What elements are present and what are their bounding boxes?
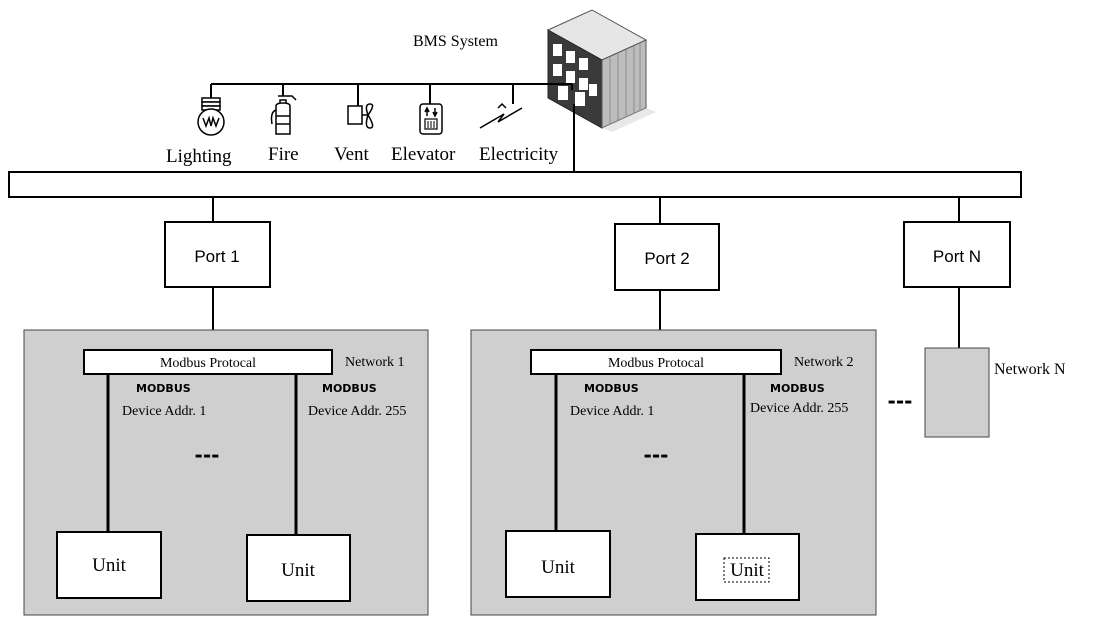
network-1-left-addr: Device Addr. 1 [122, 404, 206, 419]
light-bulb-icon [197, 97, 225, 136]
network-2-right-tag: MODBUS [770, 382, 825, 395]
network-1-unit-right-label: Unit [281, 560, 316, 581]
network-1-unit-left [56, 531, 162, 599]
lightning-icon [479, 102, 523, 129]
network-2-protocol: Modbus Protocal [608, 356, 704, 371]
network-1-unit-right [246, 534, 351, 602]
port-2-label: Port 2 [644, 249, 689, 268]
network-n-name: Network N [994, 361, 1066, 378]
network-n-ellipsis: --- [888, 389, 913, 413]
network-2-ellipsis: --- [644, 443, 669, 467]
bms-title: BMS System [413, 33, 498, 50]
network-1-right-tag: MODBUS [322, 382, 377, 395]
network-2-unit-right [695, 533, 800, 601]
network-1-unit-left-label: Unit [92, 555, 127, 576]
main-bus-bar [8, 171, 1022, 198]
network-1-protocol-bar [83, 349, 333, 375]
port-n-label: Port N [933, 247, 981, 266]
network-1-right-addr: Device Addr. 255 [308, 404, 406, 419]
network-2: Modbus Protocal Network 2 MODBUS Device … [470, 329, 877, 616]
label-lighting: Lighting [166, 146, 232, 167]
network-1-left-tag: MODBUS [136, 382, 191, 395]
network-2-unit-right-label: Unit [730, 560, 765, 581]
network-2-left-tag: MODBUS [584, 382, 639, 395]
network-2-name: Network 2 [794, 355, 854, 370]
port-n: Port N [903, 221, 1011, 288]
bms-building-icon [546, 9, 656, 132]
network-2-unit-right-focus [723, 557, 770, 583]
port-drops [212, 197, 960, 224]
label-vent: Vent [334, 144, 370, 165]
network-1-name: Network 1 [345, 355, 405, 370]
elevator-icon [419, 103, 443, 135]
network-2-protocol-bar [530, 349, 782, 375]
fire-extinguisher-icon [270, 95, 297, 135]
label-elevator: Elevator [391, 144, 456, 165]
network-2-right-addr: Device Addr. 255 [750, 401, 848, 416]
label-fire: Fire [268, 144, 299, 165]
label-electricity: Electricity [479, 144, 559, 165]
fan-icon [347, 103, 374, 129]
network-n-box [924, 347, 990, 438]
network-1: Modbus Protocal Network 1 MODBUS Device … [23, 329, 429, 616]
network-1-protocol: Modbus Protocal [160, 356, 256, 371]
network-1-ellipsis: --- [195, 443, 220, 467]
port-1: Port 1 [164, 221, 271, 288]
port-1-label: Port 1 [194, 247, 239, 266]
subsystem-drops [210, 84, 514, 106]
network-2-unit-left [505, 530, 611, 598]
port-2: Port 2 [614, 223, 720, 291]
network-2-left-addr: Device Addr. 1 [570, 404, 654, 419]
network-2-unit-left-label: Unit [541, 557, 576, 578]
